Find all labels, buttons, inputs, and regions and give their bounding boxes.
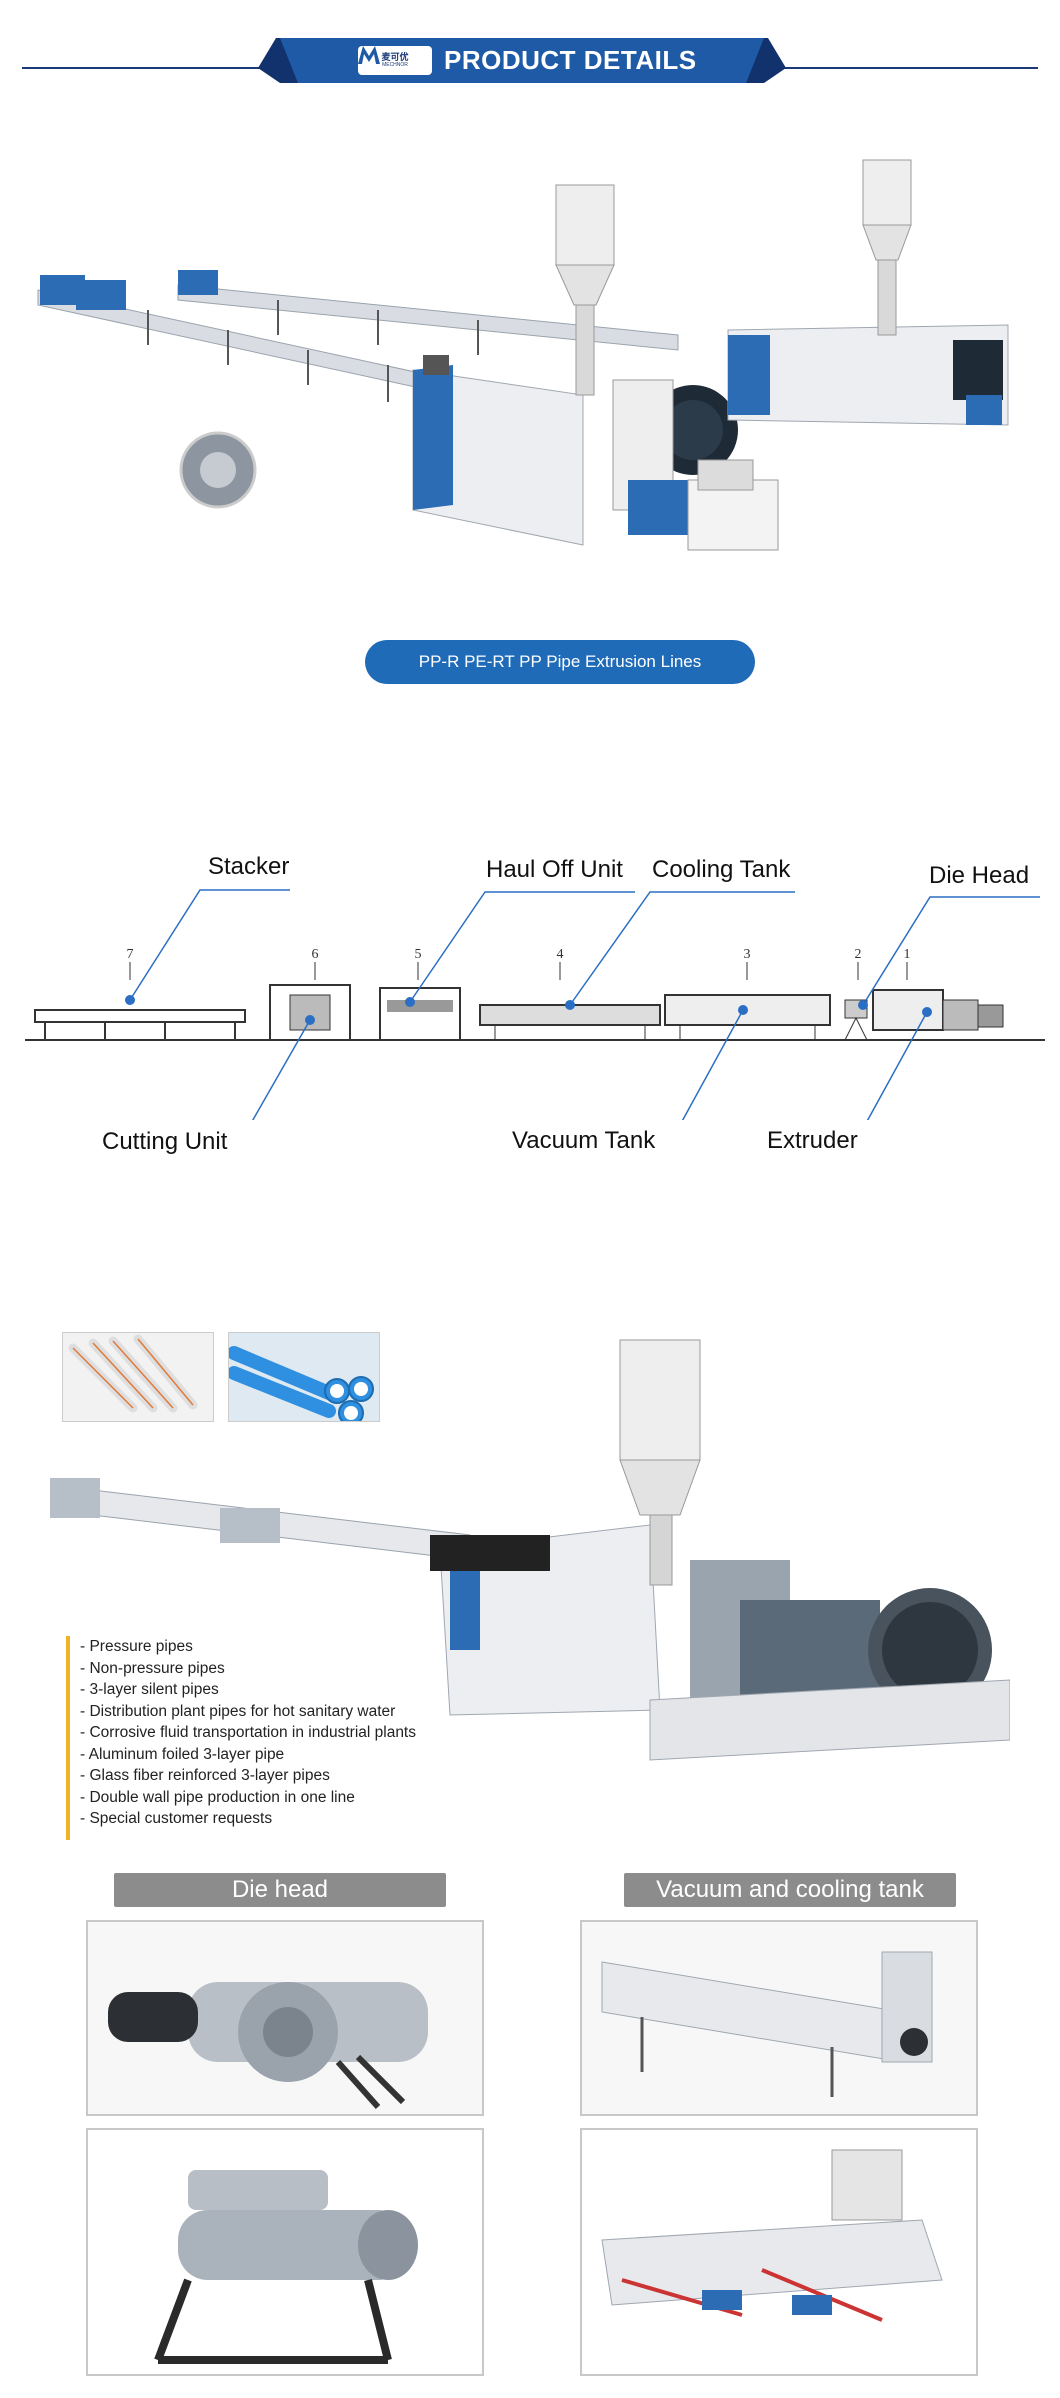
list-item: - 3-layer silent pipes [80,1681,219,1698]
vacuum-tank-photo-1 [580,1920,978,2116]
marker-1: 1 [904,947,911,962]
applications-list: - Pressure pipes - Non-pressure pipes - … [80,1636,416,1830]
logo-cn-text: 麦可优 [381,52,409,62]
die-head-photo-1 [86,1920,484,2116]
list-item: - Corrosive fluid transportation in indu… [80,1724,416,1741]
vacuum-tank-photo-2 [580,2128,978,2376]
ppr-pipes-photo [62,1332,214,1422]
applications-accent-bar [66,1636,70,1840]
logo-en-text: MECHNOR [382,62,408,68]
marker-6: 6 [312,947,319,962]
list-item: - Special customer requests [80,1810,273,1827]
list-item: - Distribution plant pipes for hot sanit… [80,1702,396,1720]
marker-2: 2 [855,947,862,962]
list-item: - Aluminum foiled 3-layer pipe [80,1745,285,1763]
marker-5: 5 [415,947,422,962]
pert-pipes-photo [228,1332,380,1422]
label-die-head: Die Head [929,862,1030,889]
label-cutting-unit: Cutting Unit [102,1128,228,1155]
marker-7: 7 [127,947,134,962]
list-item: - Glass fiber reinforced 3-layer pipes [80,1767,330,1784]
section-die-head-title: Die head [114,1873,446,1907]
marker-4: 4 [557,947,564,962]
label-vacuum-tank: Vacuum Tank [512,1127,656,1154]
list-item: - Pressure pipes [80,1638,193,1655]
label-cooling-tank: Cooling Tank [652,856,791,883]
extrusion-line-photo [50,1339,1010,1761]
header-rule-right [776,67,1038,69]
process-diagram: 7 6 5 4 3 2 1 [25,889,1045,1120]
header-rule-left [22,67,284,69]
section-vacuum-cooling-title: Vacuum and cooling tank [624,1873,956,1907]
label-haul-off: Haul Off Unit [486,856,623,883]
product-caption-pill: PP-R PE-RT PP Pipe Extrusion Lines [365,640,755,684]
label-extruder: Extruder [767,1127,858,1154]
list-item: - Non-pressure pipes [80,1659,225,1677]
die-head-photo-2 [86,2128,484,2376]
label-stacker: Stacker [208,853,290,880]
page-title: PRODUCT DETAILS [444,45,697,75]
list-item: - Double wall pipe production in one lin… [80,1788,355,1806]
marker-3: 3 [744,947,751,962]
logo-mark-icon [358,46,380,64]
extrusion-line-illustration [37,159,1009,551]
